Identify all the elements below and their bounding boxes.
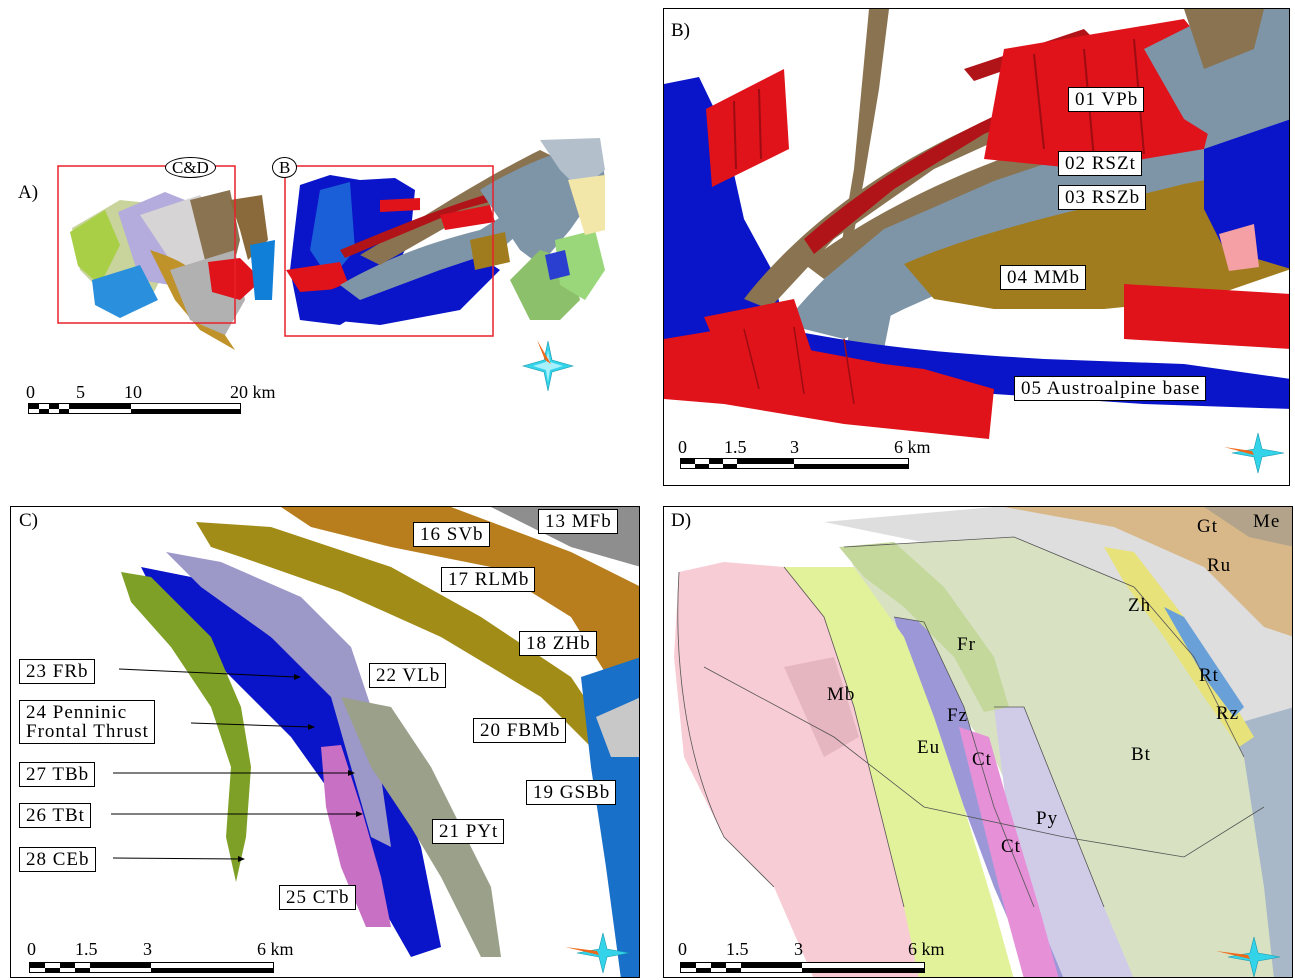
unit-fr-label: Fr bbox=[957, 634, 976, 655]
unit-gt-label: Gt bbox=[1197, 516, 1218, 537]
unit-21-pyt-tag: 21 PYt bbox=[432, 819, 505, 844]
unit-27-tbb-tag: 27 TBb bbox=[19, 762, 96, 787]
unit-03-rszb-tag: 03 RSZb bbox=[1058, 185, 1147, 210]
panel-a-overview-model bbox=[57, 138, 605, 350]
scale-bar-d bbox=[680, 962, 925, 973]
unit-py-label: Py bbox=[1036, 808, 1059, 829]
panel-d: D) Me Gt Ru Zh Fr Rt Rz Mb Fz Eu Ct Bt P… bbox=[663, 506, 1293, 978]
unit-24-penninic-frontal-thrust-tag: 24 Penninic Frontal Thrust bbox=[19, 700, 155, 744]
panel-d-label: D) bbox=[671, 510, 692, 531]
unit-mb-label: Mb bbox=[827, 684, 856, 705]
unit-13-mfb-tag: 13 MFb bbox=[538, 509, 618, 534]
scale-c-3: 3 bbox=[143, 939, 152, 959]
unit-24-line-1: 24 Penninic bbox=[26, 702, 128, 723]
unit-rt-label: Rt bbox=[1199, 665, 1219, 686]
compass-icon bbox=[565, 932, 630, 974]
scale-c-0: 0 bbox=[27, 939, 36, 959]
scale-b-0: 0 bbox=[678, 437, 687, 457]
unit-18-zhb-tag: 18 ZHb bbox=[519, 631, 597, 656]
scale-a-10: 10 bbox=[124, 382, 142, 402]
unit-fz-label: Fz bbox=[947, 705, 968, 726]
panel-b: B) 01 VPb 02 RSZt 03 RSZb 04 MMb 05 Aust… bbox=[663, 8, 1290, 486]
unit-ct-label-lower: Ct bbox=[1001, 836, 1021, 857]
scale-a-0: 0 bbox=[26, 382, 35, 402]
panel-a: A) C&D B 0 5 10 20 km bbox=[0, 0, 640, 470]
scale-c-6km: 6 km bbox=[257, 939, 294, 959]
unit-04-mmb-tag: 04 MMb bbox=[1000, 265, 1087, 290]
scale-c-1-5: 1.5 bbox=[75, 939, 98, 959]
panel-c: C) 13 MFb 16 SVb 17 RLMb 18 ZHb 20 FBMb … bbox=[10, 506, 640, 978]
compass-icon bbox=[521, 340, 575, 392]
scale-b-3: 3 bbox=[790, 437, 799, 457]
scale-d-1-5: 1.5 bbox=[726, 939, 749, 959]
panel-c-label: C) bbox=[19, 510, 38, 531]
panel-cd-location-marker: C&D bbox=[165, 157, 216, 178]
unit-19-gsbb-tag: 19 GSBb bbox=[526, 780, 617, 805]
unit-01-vpb-tag: 01 VPb bbox=[1068, 87, 1145, 112]
unit-20-fbmb-tag: 20 FBMb bbox=[473, 718, 567, 743]
unit-eu-label: Eu bbox=[917, 737, 941, 758]
scale-bar-c bbox=[29, 962, 274, 973]
unit-24-line-2: Frontal Thrust bbox=[26, 721, 149, 742]
unit-16-svb-tag: 16 SVb bbox=[413, 522, 490, 547]
unit-bt-label: Bt bbox=[1131, 744, 1151, 765]
scale-d-0: 0 bbox=[678, 939, 687, 959]
scale-d-3: 3 bbox=[794, 939, 803, 959]
scale-bar-b bbox=[680, 458, 909, 469]
unit-05-austroalpine-base-tag: 05 Austroalpine base bbox=[1014, 376, 1207, 401]
scale-d-6km: 6 km bbox=[908, 939, 945, 959]
panel-b-location-marker: B bbox=[272, 157, 298, 178]
compass-icon bbox=[1224, 432, 1285, 474]
unit-ru-label: Ru bbox=[1207, 555, 1232, 576]
scale-bar-a bbox=[28, 403, 241, 414]
unit-ct-label-upper: Ct bbox=[972, 749, 992, 770]
unit-me-label: Me bbox=[1253, 511, 1281, 532]
unit-17-rlmb-tag: 17 RLMb bbox=[441, 567, 536, 592]
scale-a-20km: 20 km bbox=[230, 382, 276, 402]
panel-a-label: A) bbox=[18, 182, 39, 203]
unit-26-tbt-tag: 26 TBt bbox=[19, 803, 91, 828]
panel-b-label: B) bbox=[671, 20, 690, 41]
unit-22-vlb-tag: 22 VLb bbox=[369, 663, 447, 688]
unit-28-ceb-tag: 28 CEb bbox=[19, 847, 96, 872]
panel-b-model bbox=[664, 9, 1289, 439]
unit-rz-label: Rz bbox=[1216, 703, 1240, 724]
panel-d-model bbox=[674, 507, 1292, 977]
compass-icon bbox=[1216, 936, 1281, 977]
unit-23-frb-tag: 23 FRb bbox=[19, 659, 95, 684]
scale-b-1-5: 1.5 bbox=[724, 437, 747, 457]
scale-a-5: 5 bbox=[76, 382, 85, 402]
scale-b-6km: 6 km bbox=[894, 437, 931, 457]
unit-25-ctb-tag: 25 CTb bbox=[279, 885, 356, 910]
unit-02-rszt-tag: 02 RSZt bbox=[1058, 151, 1142, 176]
unit-zh-label: Zh bbox=[1128, 595, 1152, 616]
